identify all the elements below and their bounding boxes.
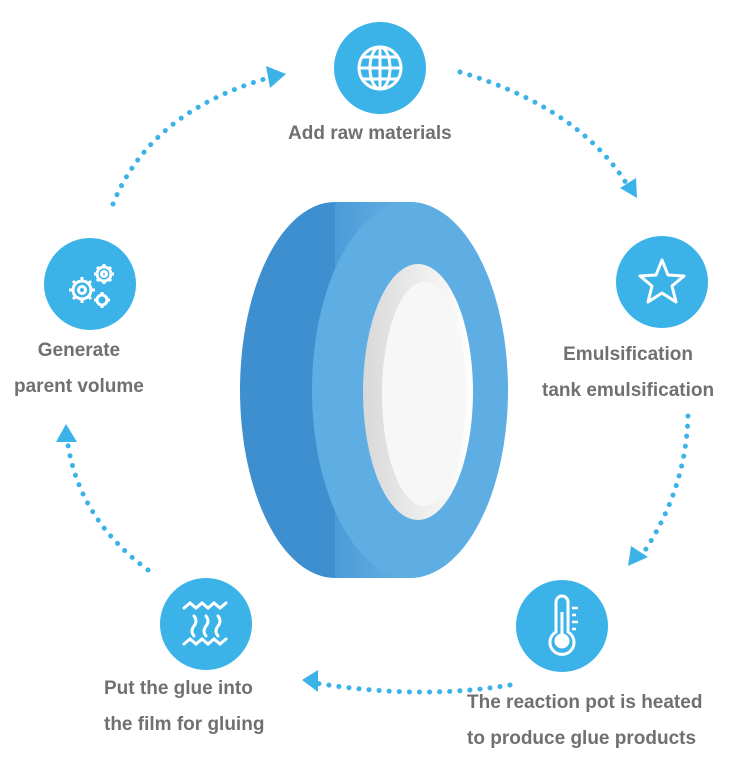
arrow-heads bbox=[56, 66, 648, 692]
arrow-left bbox=[65, 442, 151, 573]
step-label-line: tank emulsification bbox=[542, 380, 715, 401]
step-label-line: parent volume bbox=[14, 376, 144, 397]
step-label-line: Emulsification bbox=[563, 344, 693, 365]
step-label-line: The reaction pot is heated bbox=[467, 692, 703, 713]
thermometer-icon bbox=[516, 580, 608, 672]
heat-waves-icon bbox=[160, 578, 252, 670]
arrow-bottom bbox=[312, 680, 513, 695]
step-label-line: the film for gluing bbox=[104, 714, 265, 735]
star-icon bbox=[616, 236, 708, 328]
tape-roll-image bbox=[240, 202, 508, 578]
step-label-put-glue: Put the glue into the film for gluing bbox=[104, 671, 264, 743]
step-label-reaction-pot: The reaction pot is heated to produce gl… bbox=[467, 685, 702, 757]
arrow-top-right bbox=[457, 69, 631, 189]
step-label-generate-parent-volume: Generate parent volume bbox=[14, 333, 144, 405]
step-label-line: Add raw materials bbox=[288, 123, 452, 144]
arrow-top-left bbox=[110, 75, 271, 207]
step-label-emulsification: Emulsification tank emulsification bbox=[542, 337, 714, 409]
globe-icon bbox=[334, 22, 426, 114]
step-label-line: Generate bbox=[37, 340, 121, 361]
step-label-add-raw-materials: Add raw materials bbox=[288, 116, 452, 152]
step-label-line: to produce glue products bbox=[467, 728, 697, 749]
step-label-line: Put the glue into bbox=[104, 678, 253, 699]
cycle-arrows bbox=[65, 69, 691, 695]
gears-icon bbox=[44, 238, 136, 330]
arrow-right bbox=[639, 413, 691, 558]
